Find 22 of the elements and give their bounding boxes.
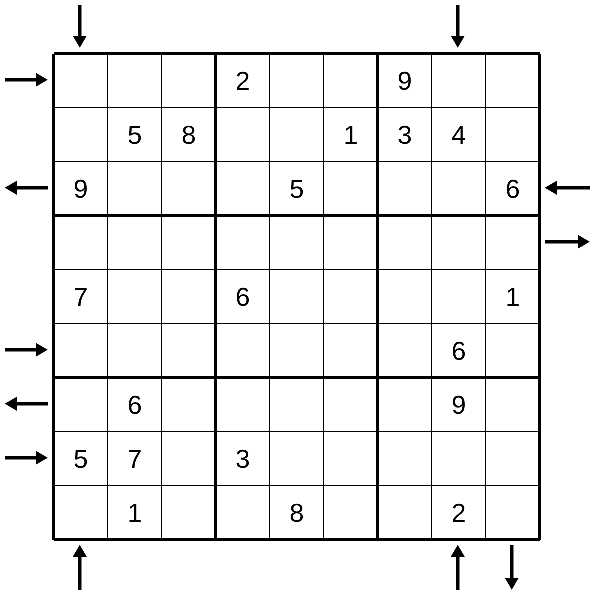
given-digit: 1 — [342, 119, 360, 152]
given-digit: 1 — [504, 281, 522, 314]
given-digit: 3 — [396, 119, 414, 152]
given-digit: 5 — [72, 443, 90, 476]
given-digit: 4 — [450, 119, 468, 152]
given-digit: 6 — [504, 173, 522, 206]
given-digit: 9 — [72, 173, 90, 206]
given-digit: 9 — [450, 389, 468, 422]
given-digit: 2 — [234, 65, 252, 98]
given-digit: 1 — [126, 497, 144, 530]
given-digit: 8 — [180, 119, 198, 152]
given-digit: 5 — [126, 119, 144, 152]
given-digit: 7 — [126, 443, 144, 476]
given-digit: 8 — [288, 497, 306, 530]
given-digit: 6 — [126, 389, 144, 422]
given-digit: 6 — [450, 335, 468, 368]
given-digit: 9 — [396, 65, 414, 98]
given-digit: 2 — [450, 497, 468, 530]
given-digit: 6 — [234, 281, 252, 314]
given-digit: 5 — [288, 173, 306, 206]
given-digit: 3 — [234, 443, 252, 476]
given-digit: 7 — [72, 281, 90, 314]
